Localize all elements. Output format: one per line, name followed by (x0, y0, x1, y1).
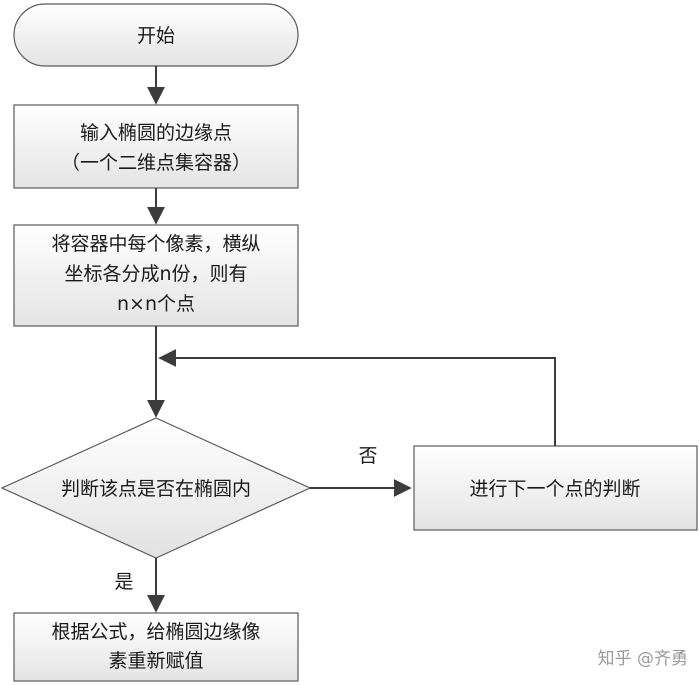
edge-label-no: 否 (358, 445, 377, 467)
split-process-line-3: n×n个点 (117, 293, 195, 315)
input-process-node: 输入椭圆的边缘点 （一个二维点集容器） (13, 104, 299, 189)
edge-label-yes: 是 (114, 571, 133, 593)
assign-process-line-1: 根据公式，给椭圆边缘像 (51, 621, 260, 643)
split-process-line-2: 坐标各分成n份，则有 (64, 263, 247, 285)
next-point-label: 进行下一个点的判断 (469, 478, 640, 500)
decision-node: 判断该点是否在椭圆内 (0, 417, 312, 559)
next-point-node: 进行下一个点的判断 (413, 445, 698, 531)
watermark-text: 知乎 @齐勇 (598, 649, 688, 669)
input-process-line-2: （一个二维点集容器） (61, 152, 251, 174)
next-point-shape (413, 445, 698, 531)
assign-process-node: 根据公式，给椭圆边缘像 素重新赋值 (13, 612, 299, 682)
arrow-loop-back (158, 349, 556, 446)
split-process-line-1: 将容器中每个像素，横纵 (51, 233, 260, 255)
decision-label: 判断该点是否在椭圆内 (61, 478, 251, 500)
input-process-line-1: 输入椭圆的边缘点 (80, 122, 232, 144)
split-process-node: 将容器中每个像素，横纵 坐标各分成n份，则有 n×n个点 (13, 224, 299, 327)
split-process-shape (13, 224, 299, 327)
assign-process-shape (13, 612, 299, 682)
start-node: 开始 (13, 3, 299, 67)
assign-process-line-2: 素重新赋值 (108, 650, 203, 672)
start-label: 开始 (137, 25, 175, 47)
input-process-shape (13, 104, 299, 189)
